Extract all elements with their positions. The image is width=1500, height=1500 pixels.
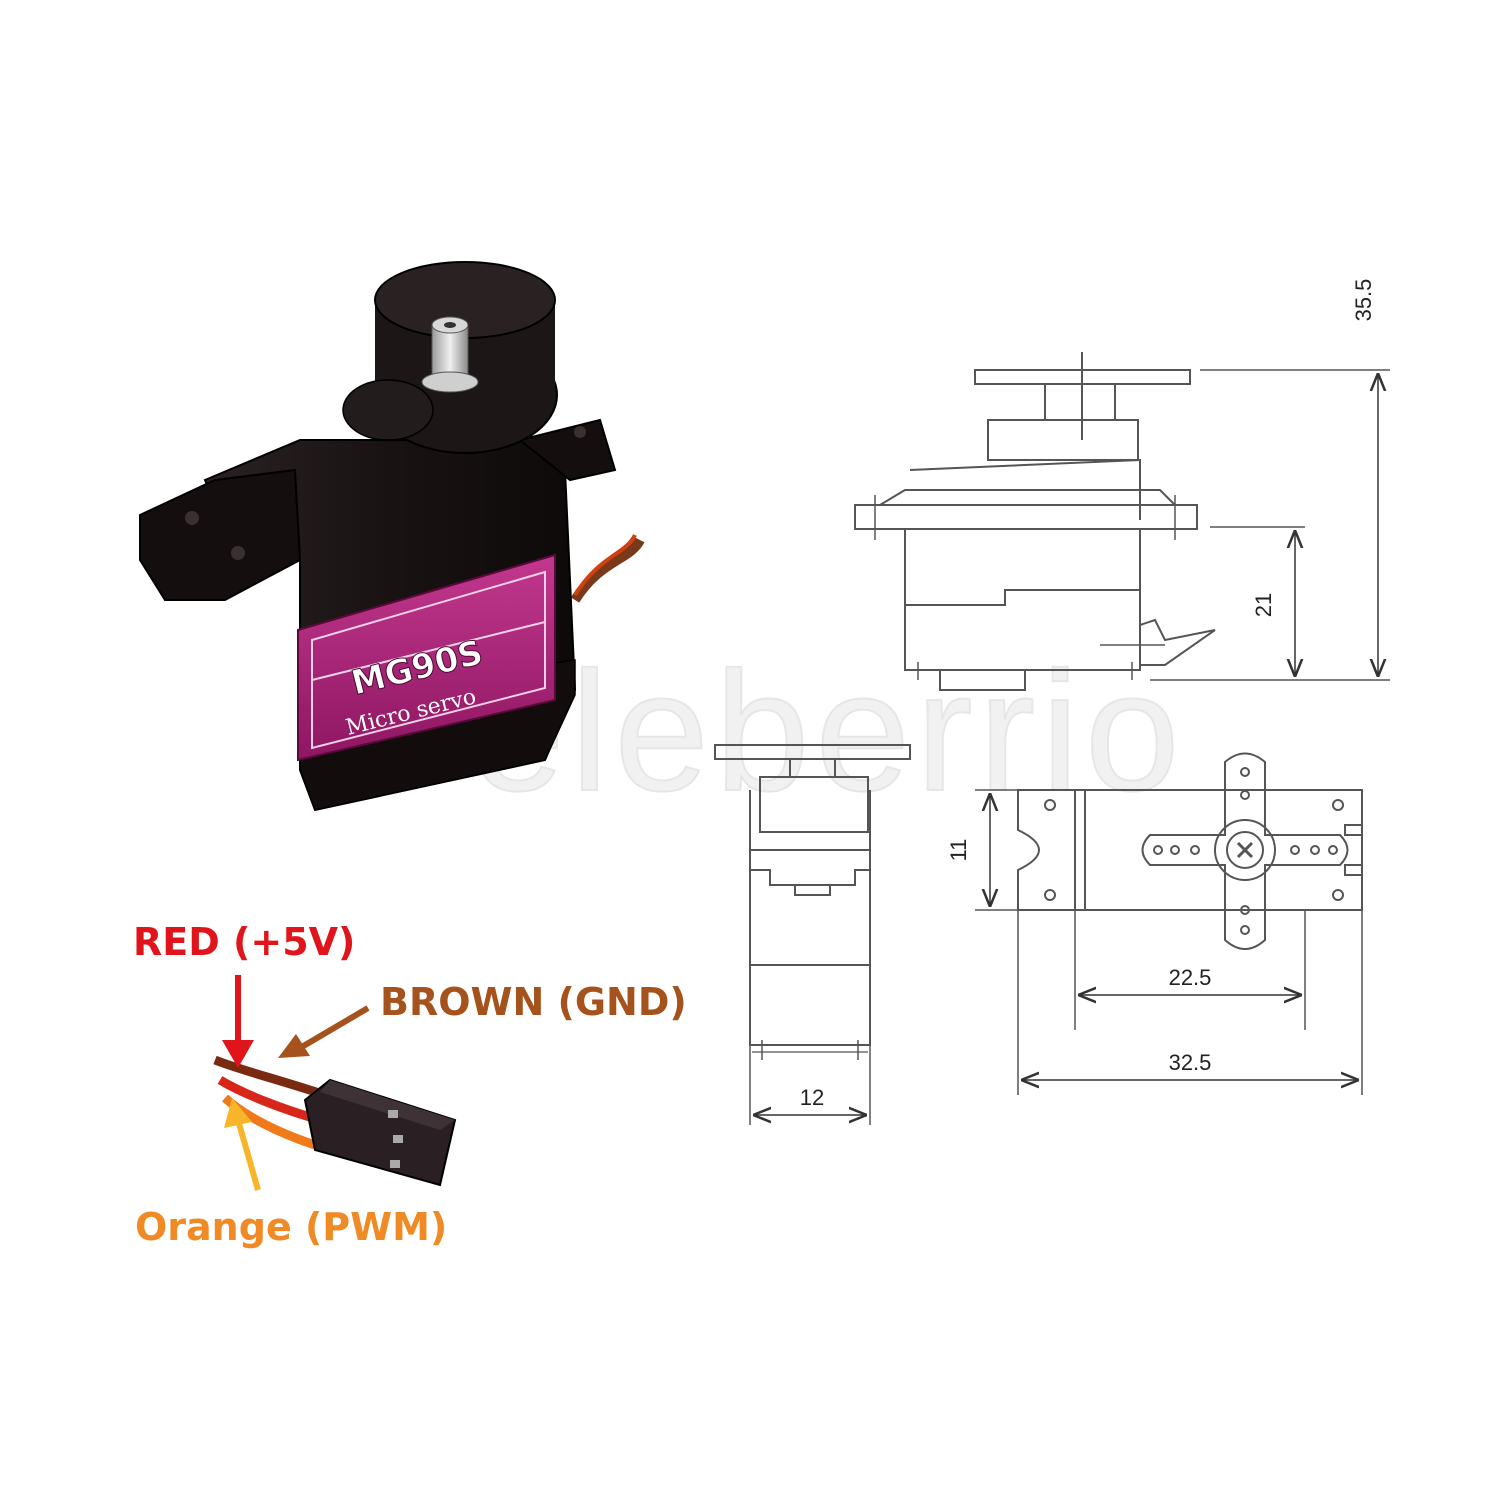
top-view-drawing — [975, 752, 1363, 1095]
side-view-drawing — [854, 352, 1390, 691]
brown-wire — [213, 1055, 327, 1100]
dim-width: 12 — [800, 1085, 824, 1110]
servo-label — [297, 553, 556, 762]
brown-wire-label: BROWN (GND) — [380, 980, 687, 1024]
dim-body-height: 21 — [1251, 593, 1276, 617]
orange-wire-label: Orange (PWM) — [135, 1205, 447, 1249]
watermark-text: eleberrio — [470, 637, 1186, 827]
wire-connector — [303, 1078, 457, 1187]
servo-horn-cross — [1141, 752, 1349, 950]
dim-total-length: 32.5 — [1169, 1050, 1212, 1075]
servo-photo: MG90S Micro servo — [139, 261, 645, 812]
dim-total-height: 35.5 — [1351, 279, 1376, 322]
brown-arrow-icon — [278, 1005, 370, 1058]
red-arrow-icon — [222, 975, 254, 1068]
front-view-drawing — [714, 744, 911, 1125]
servo-cable — [570, 537, 645, 603]
orange-arrow-icon — [224, 1098, 261, 1191]
wire-connector-illustration — [213, 1055, 457, 1187]
dim-hole-spacing: 22.5 — [1169, 965, 1212, 990]
servo-mount-flange — [139, 468, 302, 601]
dim-depth: 11 — [946, 839, 971, 862]
red-wire-label: RED (+5V) — [133, 920, 355, 964]
